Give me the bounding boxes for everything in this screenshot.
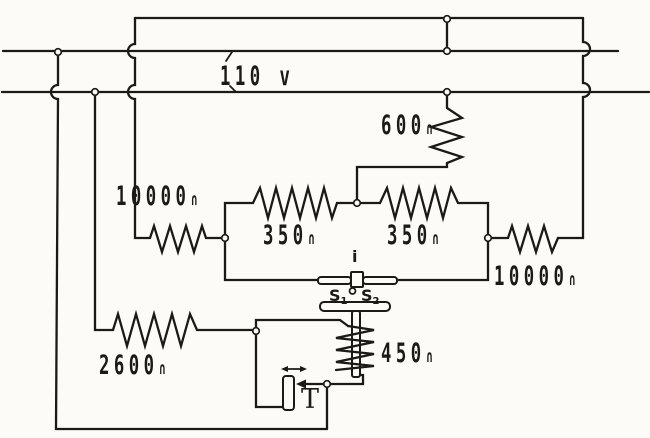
ohm-symbol: ∩ <box>191 190 198 210</box>
ohm-symbol: ∩ <box>426 347 433 367</box>
label-switch-s2: S2 <box>361 288 380 307</box>
adjust-arrow-right-tip <box>300 366 307 372</box>
junction-dot <box>322 379 332 389</box>
label-supply-voltage: 110 v <box>220 61 295 92</box>
crossover-hop <box>126 16 152 240</box>
label-resistor-350-right: 350∩ <box>387 222 439 249</box>
resistor-value: 10000 <box>116 181 191 212</box>
junction-dot <box>90 87 100 97</box>
junction-dot <box>442 46 452 56</box>
contact-name: S <box>329 286 341 305</box>
resistor-value: 2600 <box>99 350 159 381</box>
label-resistor-450: 450∩ <box>381 340 433 367</box>
ohm-symbol: ∩ <box>569 270 576 290</box>
contact-center-block <box>350 271 364 288</box>
contact-arrow-icon <box>296 379 306 389</box>
resistor-value: 350 <box>263 220 308 251</box>
label-switch-s1: S1 <box>329 288 348 307</box>
resistor-value: 600 <box>381 110 426 141</box>
resistor-value: 450 <box>381 338 426 369</box>
top-feed-wire <box>126 16 592 240</box>
contact-point <box>348 287 357 295</box>
junction-dot <box>352 198 362 208</box>
contact-bar-right <box>362 276 398 285</box>
label-resistor-2600: 2600∩ <box>99 352 166 379</box>
label-current-indicator: i <box>352 247 358 266</box>
crossover-hop <box>556 16 592 240</box>
contact-name: S <box>361 286 373 305</box>
label-resistor-10000-left: 10000∩ <box>116 183 198 210</box>
label-transmitter: T <box>301 384 320 415</box>
label-resistor-350-left: 350∩ <box>263 222 315 249</box>
resistor-10000-left <box>148 222 227 256</box>
contact-subscript: 1 <box>340 296 348 307</box>
junction-dot <box>53 47 63 57</box>
contact-subscript: 2 <box>372 296 380 307</box>
supply-leader-ticks <box>225 51 237 93</box>
ohm-symbol: ∩ <box>426 119 433 139</box>
resistor-350-right <box>378 183 490 282</box>
resistor-value: 10000 <box>494 261 569 292</box>
ohm-symbol: ∩ <box>432 229 439 249</box>
resistor-10000-right <box>486 222 560 256</box>
junction-dot <box>442 14 452 24</box>
resistor-350-left <box>223 183 382 240</box>
adjust-arrow-left-tip <box>281 366 288 372</box>
transmitter-T <box>281 366 307 411</box>
label-resistor-10000-right: 10000∩ <box>494 263 576 290</box>
label-resistor-600: 600∩ <box>381 112 433 139</box>
transmitter-body <box>282 375 295 411</box>
resistor-600 <box>355 90 466 204</box>
junction-dots <box>53 14 493 389</box>
junction-dot <box>483 233 493 243</box>
contact-bar-left <box>317 276 352 285</box>
switch-left-feed-wire <box>223 236 320 282</box>
resistor-2600 <box>93 90 254 351</box>
relay-coil-450 <box>334 324 375 372</box>
junction-dot <box>251 326 261 336</box>
ohm-symbol: ∩ <box>159 359 166 379</box>
resistor-value: 350 <box>387 220 432 251</box>
ohm-symbol: ∩ <box>308 229 315 249</box>
crossover-hop <box>49 50 329 431</box>
junction-dot <box>442 87 452 97</box>
junction-dot <box>220 233 230 243</box>
return-wire-left <box>49 50 329 431</box>
